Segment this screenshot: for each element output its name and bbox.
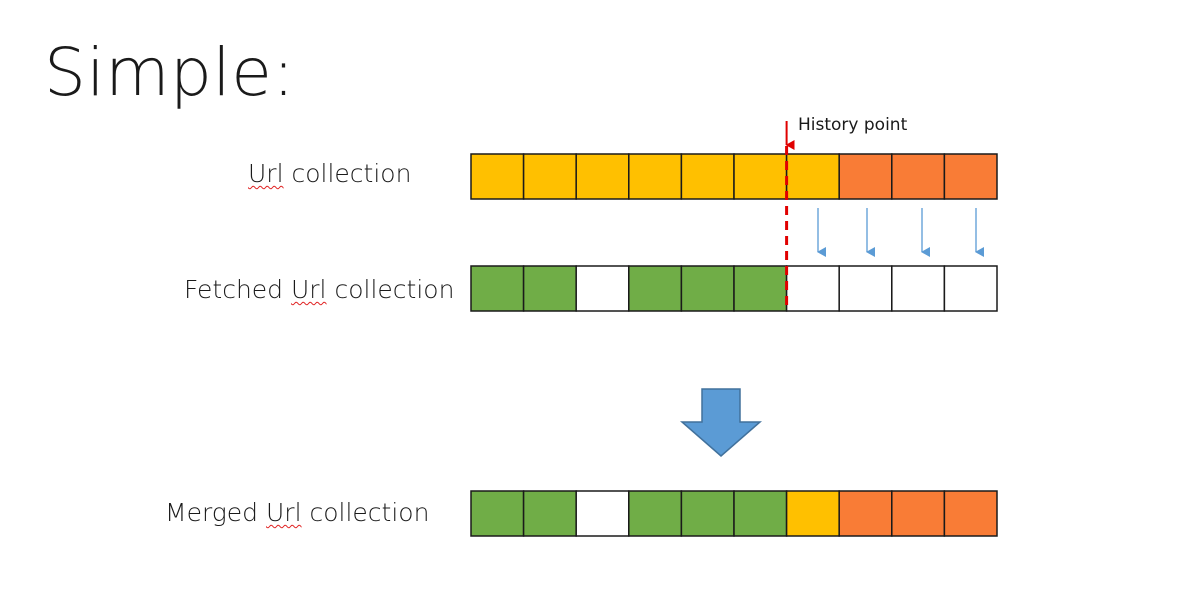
cell-red [838, 490, 893, 537]
cell-red [891, 153, 946, 200]
label-pre: Fetched [184, 275, 291, 304]
rows-layer [470, 153, 998, 537]
cell-red [943, 153, 998, 200]
merged-url-collection-row [470, 490, 998, 537]
cell-green [522, 490, 577, 537]
cell-orange [470, 153, 525, 200]
cell-orange [785, 153, 840, 200]
cell-orange [575, 153, 630, 200]
cell-empty [785, 265, 840, 312]
cell-green [680, 490, 735, 537]
slide-title: Simple: [44, 34, 296, 111]
fetched-url-collection-label: Fetched Url collection [184, 277, 454, 302]
url-collection-row [470, 153, 998, 200]
label-word: Url [266, 498, 302, 527]
cell-green [628, 490, 683, 537]
cell-green [628, 265, 683, 312]
cell-empty [575, 490, 630, 537]
cell-orange [628, 153, 683, 200]
label-rest: collection [326, 275, 455, 304]
cell-orange [785, 490, 840, 537]
cell-green [733, 490, 788, 537]
cell-green [522, 265, 577, 312]
cell-empty [575, 265, 630, 312]
cell-orange [522, 153, 577, 200]
merge-down-arrow [679, 388, 763, 457]
cell-orange [680, 153, 735, 200]
label-pre: Merged [165, 498, 266, 527]
cell-green [733, 265, 788, 312]
cell-empty [943, 265, 998, 312]
arrows-layer [785, 121, 984, 311]
cell-orange [733, 153, 788, 200]
cell-green [470, 490, 525, 537]
cell-green [470, 265, 525, 312]
url-collection-label: Url collection [248, 161, 411, 186]
cell-green [680, 265, 735, 312]
label-rest: collection [301, 498, 430, 527]
history-point-label: History point [798, 115, 908, 135]
cell-empty [891, 265, 946, 312]
label-word: Url [290, 275, 327, 304]
label-rest: collection [283, 159, 412, 188]
cell-red [838, 153, 893, 200]
fetched-url-collection-row [470, 265, 998, 312]
label-word: Url [248, 159, 284, 188]
cell-empty [838, 265, 893, 312]
cell-red [891, 490, 946, 537]
cell-red [943, 490, 998, 537]
merged-url-collection-label: Merged Url collection [165, 500, 429, 525]
